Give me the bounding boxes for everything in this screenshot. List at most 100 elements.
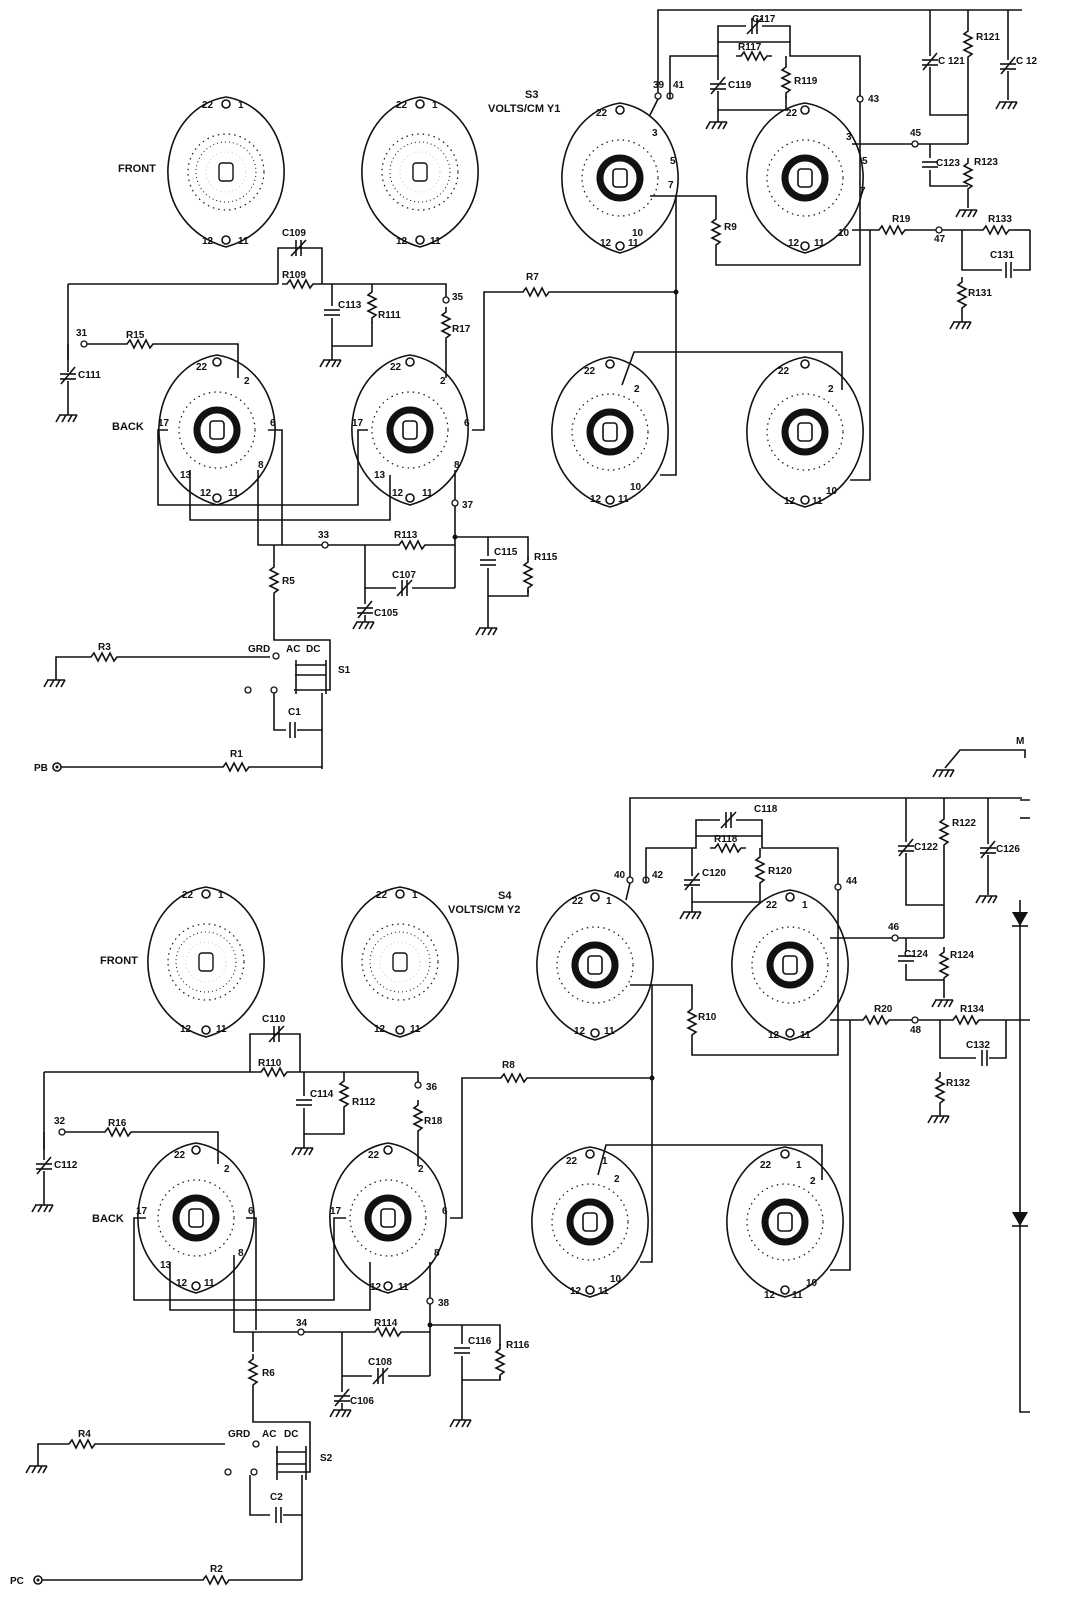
pin-11: 11 bbox=[618, 494, 629, 505]
pin-8: 8 bbox=[434, 1248, 440, 1259]
pin-17: 17 bbox=[158, 418, 170, 429]
r112-label: R112 bbox=[352, 1097, 376, 1108]
pin-22: 22 bbox=[376, 890, 388, 901]
pin-11: 11 bbox=[216, 1024, 227, 1035]
pin-1: 1 bbox=[796, 1160, 802, 1171]
pin-11: 11 bbox=[814, 238, 825, 249]
rotor-wafer-3-lower bbox=[537, 890, 653, 1040]
pin-11: 11 bbox=[628, 238, 639, 249]
back-wafer-1-lower bbox=[138, 1143, 254, 1293]
pin-12: 12 bbox=[764, 1290, 776, 1301]
node-44: 44 bbox=[846, 876, 858, 887]
pin-6: 6 bbox=[442, 1206, 448, 1217]
c110-label: C110 bbox=[262, 1014, 286, 1025]
r18-label: R18 bbox=[424, 1116, 443, 1127]
coupling-switch: S1 bbox=[338, 665, 351, 676]
node-36: 36 bbox=[426, 1082, 438, 1093]
front-wafer-right bbox=[361, 96, 479, 248]
back-wafer-2-lower bbox=[330, 1143, 446, 1293]
r114-label: R114 bbox=[374, 1318, 398, 1329]
r19-label: R19 bbox=[892, 214, 911, 225]
pin-12: 12 bbox=[788, 238, 800, 249]
pin-6: 6 bbox=[248, 1206, 254, 1217]
node-33: 33 bbox=[318, 530, 330, 541]
pin-22: 22 bbox=[182, 890, 194, 901]
pin-1: 1 bbox=[238, 100, 244, 111]
pin-11: 11 bbox=[422, 488, 433, 499]
r119-label: R119 bbox=[794, 76, 818, 87]
switch-subtitle-lower: VOLTS/CM Y2 bbox=[448, 904, 520, 916]
r20-label: R20 bbox=[874, 1004, 893, 1015]
r2-label: R2 bbox=[210, 1564, 223, 1575]
back-wafer-2 bbox=[352, 355, 468, 505]
r109-label: R109 bbox=[282, 270, 306, 281]
pin-11: 11 bbox=[398, 1282, 409, 1293]
c105-label: C105 bbox=[374, 608, 398, 619]
pin-22: 22 bbox=[760, 1160, 772, 1171]
pin-22: 22 bbox=[196, 362, 208, 373]
pin-12: 12 bbox=[176, 1278, 188, 1289]
node-46: 46 bbox=[888, 922, 900, 933]
pin-12: 12 bbox=[784, 496, 796, 507]
c109-label: C109 bbox=[282, 228, 306, 239]
pin-1: 1 bbox=[606, 896, 612, 907]
pin-22: 22 bbox=[766, 900, 778, 911]
pin-12: 12 bbox=[600, 238, 612, 249]
pin-22: 22 bbox=[368, 1150, 380, 1161]
pin-11: 11 bbox=[204, 1278, 215, 1289]
r117-label: R117 bbox=[738, 42, 762, 53]
r131-label: R131 bbox=[968, 288, 992, 299]
node-35: 35 bbox=[452, 292, 464, 303]
node-38: 38 bbox=[438, 1298, 450, 1309]
pin-22: 22 bbox=[566, 1156, 578, 1167]
c117-label: C117 bbox=[752, 14, 776, 25]
node-45: 45 bbox=[910, 128, 922, 139]
pin-5: 5 bbox=[670, 156, 676, 167]
pin-12: 12 bbox=[392, 488, 404, 499]
pin-22: 22 bbox=[596, 108, 608, 119]
pin-12: 12 bbox=[200, 488, 212, 499]
pin-22: 22 bbox=[584, 366, 596, 377]
front-label-lower: FRONT bbox=[100, 955, 138, 967]
pin-17: 17 bbox=[352, 418, 364, 429]
pin-22: 22 bbox=[572, 896, 584, 907]
r134-label: R134 bbox=[960, 1004, 984, 1015]
node-40: 40 bbox=[614, 870, 626, 881]
r9-label: R9 bbox=[724, 222, 737, 233]
r1-label: R1 bbox=[230, 749, 243, 760]
c118-label: C118 bbox=[754, 804, 778, 815]
r118-label: R118 bbox=[714, 834, 738, 845]
rotor-wafer-6-lower bbox=[727, 1147, 843, 1297]
pin-10: 10 bbox=[826, 486, 838, 497]
pin-17: 17 bbox=[330, 1206, 342, 1217]
pin-11: 11 bbox=[604, 1026, 615, 1037]
r121-label: R121 bbox=[976, 32, 1000, 43]
edge-label: M bbox=[1016, 736, 1024, 747]
r5-label: R5 bbox=[282, 576, 295, 587]
pin-12: 12 bbox=[768, 1030, 780, 1041]
coupling-ac-lower: AC bbox=[262, 1429, 276, 1440]
lower-channel-section: FRONT S4 VOLTS/CM Y2 BACK bbox=[10, 797, 1030, 1587]
pin-11: 11 bbox=[410, 1024, 421, 1035]
rotor-wafer-5-lower bbox=[532, 1147, 648, 1297]
node-39: 39 bbox=[653, 80, 665, 91]
pin-8: 8 bbox=[454, 460, 460, 471]
pin-2: 2 bbox=[634, 384, 640, 395]
r113-label: R113 bbox=[394, 530, 418, 541]
c132-label: C132 bbox=[966, 1040, 990, 1051]
c121-label: C 121 bbox=[938, 56, 965, 67]
r10-label: R10 bbox=[698, 1012, 717, 1023]
pin-13: 13 bbox=[374, 470, 386, 481]
pin-1: 1 bbox=[218, 890, 224, 901]
r116-label: R116 bbox=[506, 1340, 530, 1351]
pin-12: 12 bbox=[180, 1024, 192, 1035]
pin-8: 8 bbox=[238, 1248, 244, 1259]
pin-2: 2 bbox=[810, 1176, 816, 1187]
r133-label: R133 bbox=[988, 214, 1012, 225]
r6-label: R6 bbox=[262, 1368, 275, 1379]
pin-2: 2 bbox=[614, 1174, 620, 1185]
coupling-switch-lower: S2 bbox=[320, 1453, 333, 1464]
pin-11: 11 bbox=[238, 236, 249, 247]
node-34: 34 bbox=[296, 1318, 308, 1329]
r4-label: R4 bbox=[78, 1429, 91, 1440]
